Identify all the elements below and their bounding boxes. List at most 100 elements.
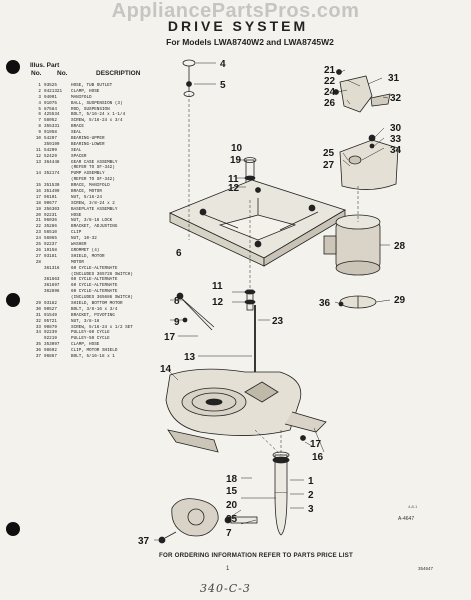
- part-description: SHIELD, MOTOR: [71, 253, 105, 259]
- part-description: BRACKET, PIVOTING: [71, 312, 115, 318]
- part-number: 92239: [44, 330, 57, 336]
- part-illus-number: 29: [35, 300, 41, 306]
- part-number: 92219: [44, 336, 57, 342]
- diagram-linework: [154, 59, 399, 544]
- part-number: 361697: [44, 283, 60, 289]
- part-illus-number: 16: [35, 189, 41, 195]
- part-description: NUT, 10-32: [71, 236, 97, 242]
- part-illus-number: 25: [35, 242, 41, 248]
- part-number: 56510: [44, 230, 57, 236]
- callout-20: 20: [226, 500, 238, 511]
- part-illus-number: 37: [35, 353, 41, 359]
- part-description: BASEPLATE ASSEMBLY: [71, 206, 118, 212]
- part-description: MOTOR: [71, 259, 84, 265]
- callout-3: 3: [308, 504, 314, 515]
- callout-33: 33: [390, 134, 402, 145]
- figure-note: 4-8-1: [408, 504, 418, 509]
- callout-31: 31: [388, 73, 400, 84]
- callout-12-upper: 12: [228, 183, 240, 194]
- callout-14: 14: [160, 364, 172, 375]
- nut-21-part: [336, 69, 342, 75]
- drive-pulley-hub: [205, 398, 223, 406]
- callout-11-upper: 11: [228, 174, 239, 185]
- part-description: HOSE, TUB OUTLET: [71, 83, 113, 88]
- part-illus-number: 3: [38, 94, 41, 100]
- page-subtitle: For Models LWA8740W2 and LWA8745W2: [166, 37, 334, 47]
- part-illus-number: 23: [35, 230, 41, 236]
- part-description: 60 CYCLE-ALTERNATE: [71, 283, 118, 289]
- bolt-6-part: [186, 81, 192, 87]
- part-description: SCREW, 3/8-24 x 2: [71, 200, 115, 206]
- callout-16: 16: [312, 452, 324, 463]
- motor-shield-part: [339, 139, 399, 190]
- baseplate-center-rib: [218, 214, 297, 241]
- part-number: 425534: [44, 112, 60, 118]
- callout-32: 32: [390, 93, 402, 104]
- motor-bottom: [335, 260, 381, 276]
- part-description: 60 CYCLE-ALTERNATE: [71, 277, 118, 283]
- part-description: MANIFOLD: [71, 94, 92, 100]
- part-number: 364448: [44, 159, 60, 165]
- callout-34: 34: [390, 145, 402, 156]
- part-number: 90677: [44, 200, 57, 206]
- part-number: 96036: [44, 218, 57, 224]
- part-illus-number: 15: [35, 183, 41, 189]
- part-description: BRACE, MANIFOLD: [71, 183, 110, 189]
- part-number: 362896: [44, 289, 60, 295]
- callout-19: 19: [230, 155, 242, 166]
- pump-assembly-part: [171, 498, 219, 537]
- callout-leaders: [154, 62, 391, 541]
- seal-11-part: [244, 175, 256, 181]
- part-description: WASHER: [71, 242, 87, 248]
- part-illus-number: 20: [35, 212, 41, 218]
- part-illus-number: 9: [38, 130, 41, 136]
- part-number: 92231: [44, 212, 57, 218]
- screw-33-part: [369, 143, 375, 149]
- part-description: (REFER TO SF-342): [71, 165, 115, 171]
- callout-7: 7: [226, 528, 232, 539]
- screw-7-part: [176, 292, 184, 300]
- part-number: 95721: [44, 318, 57, 324]
- part-illus-number: 33: [35, 324, 41, 330]
- callout-17-upper: 17: [164, 332, 176, 343]
- pulley-34-part: [348, 155, 362, 165]
- part-illus-number: 30: [35, 306, 41, 312]
- part-illus-number: 26: [35, 247, 41, 253]
- part-description: SEAL: [71, 130, 82, 136]
- part-illus-number: 10: [35, 136, 41, 142]
- callout-4: 4: [220, 59, 226, 70]
- callout-24: 24: [324, 87, 336, 98]
- binder-hole-bottom: [6, 522, 20, 536]
- part-illus-number: 27: [35, 253, 41, 259]
- drive-pulley-inner: [191, 392, 237, 412]
- callout-29: 29: [394, 295, 406, 306]
- part-description: CLAMP, HOSE: [71, 88, 100, 94]
- pivoting-bracket-31-part: [339, 75, 373, 113]
- part-number: 9421321: [44, 88, 63, 94]
- part-description: BOLT, 5/16-18 x 1: [71, 353, 115, 359]
- callout-11-lower: 11: [212, 281, 223, 292]
- part-number: 355331: [44, 124, 60, 130]
- part-illus-number: 4: [38, 100, 41, 106]
- part-illus-number: 1: [38, 83, 41, 88]
- callout-30: 30: [390, 123, 402, 134]
- callout-1: 1: [308, 476, 314, 487]
- parts-list-row: (REFER TO SF-342): [30, 165, 180, 171]
- callout-23: 23: [272, 316, 284, 327]
